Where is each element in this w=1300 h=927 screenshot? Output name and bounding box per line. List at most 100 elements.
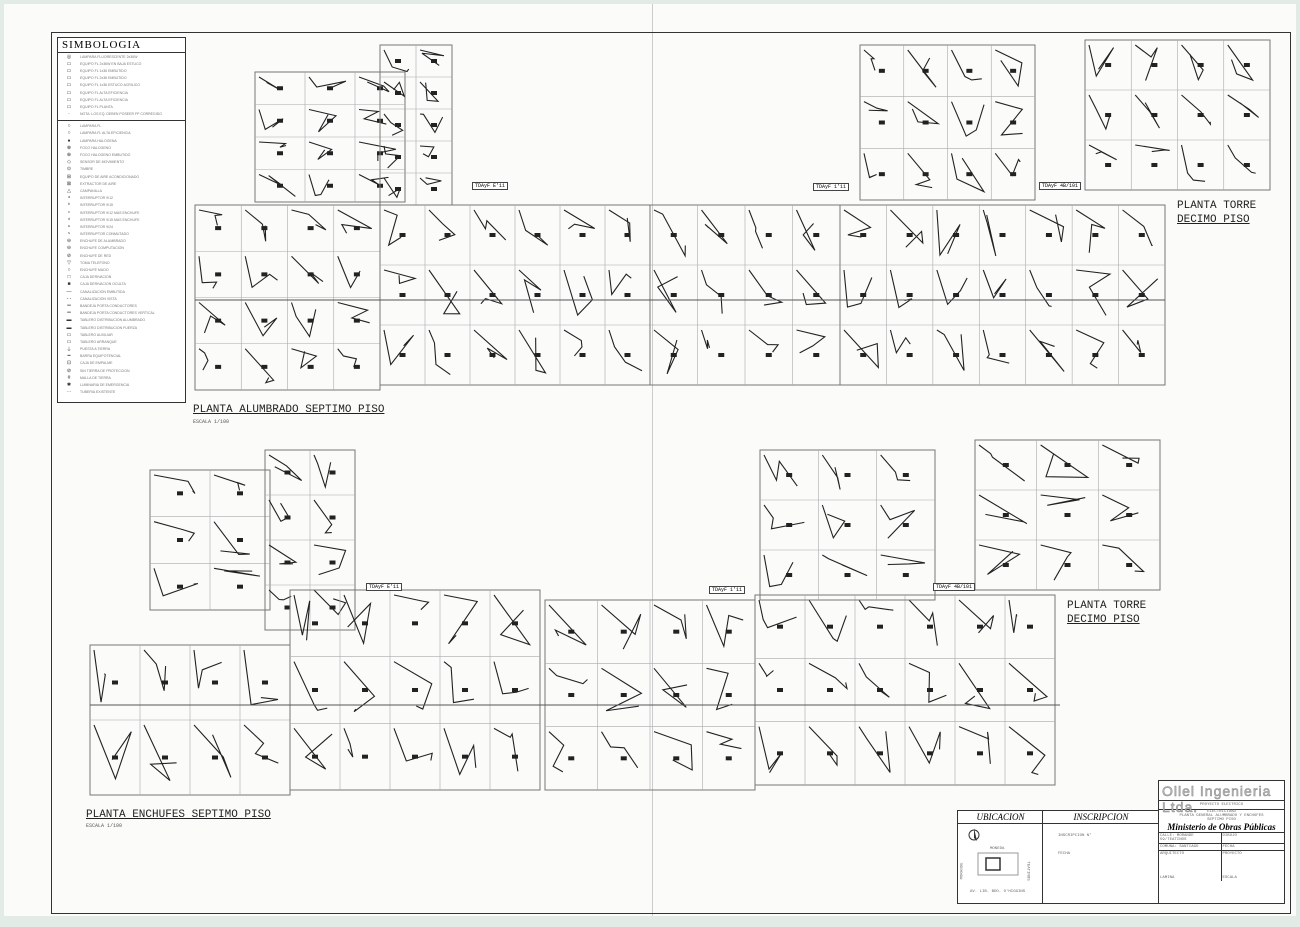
legend-item: ▭EQUIPO FL ALTA EFICIENCIA (58, 89, 185, 96)
circuit-wire (313, 454, 332, 490)
fixture-icon (284, 470, 291, 475)
legend-label: EXTRACTOR DE AIRE (80, 181, 117, 186)
field-architect: ARQUITECTO (1159, 851, 1222, 875)
fixture-icon (1197, 63, 1204, 67)
fixture-icon (261, 272, 268, 277)
legend-item: ⊡CAJA DE EMPALME (58, 360, 185, 367)
circuit-wire (880, 554, 926, 566)
fixture-icon (177, 538, 183, 542)
street-label: TEATINOS (1025, 861, 1030, 881)
legend-symbol-icon: · (68, 111, 70, 118)
fixture-icon (307, 364, 314, 369)
circuit-wire (1135, 144, 1170, 153)
circuit-wire (1122, 269, 1159, 308)
circuit-wire (358, 174, 389, 185)
circuit-wire (419, 177, 442, 186)
fixture-icon (902, 523, 909, 527)
circuit-wire (907, 49, 937, 88)
circuit-wire (473, 209, 507, 241)
fixture-icon (399, 233, 406, 237)
circuit-wire (443, 661, 475, 704)
circuit-wire (758, 599, 797, 629)
fixture-icon (399, 293, 406, 297)
circuit-wire (198, 302, 226, 334)
circuit-wire (880, 504, 916, 539)
circuit-wire (796, 329, 827, 354)
circuit-wire (198, 256, 218, 289)
fixture-icon (579, 353, 586, 357)
fixture-icon (877, 688, 883, 692)
legend-panel: SIMBOLOGIA ◎LAMPARA FLUORESCENTE 2x36W▭E… (57, 37, 186, 403)
fixture-icon (670, 293, 677, 297)
panel-tag: TDAyF 4B/101 (933, 583, 976, 591)
circuit-wire (982, 329, 1010, 364)
legend-symbol-icon: ᵃ (68, 195, 70, 202)
legend-symbol-icon: ✱ (66, 382, 72, 389)
drawing-frame (51, 32, 1291, 914)
legend-item: ○LAMPARA FL (58, 123, 185, 130)
legend-label: INTERRUPTOR 9/12 MAS ENCHUFE (80, 210, 140, 215)
fixture-icon (329, 605, 336, 610)
circuit-wire (358, 76, 390, 93)
fixture-icon (718, 233, 725, 237)
circuit-wire (936, 329, 965, 371)
legend-symbol-icon: ▭ (66, 103, 72, 110)
legend-symbol-icon: ● (67, 137, 71, 144)
circuit-wire (748, 269, 784, 306)
fixture-icon (813, 233, 820, 237)
circuit-wire (808, 662, 848, 691)
legend-symbol-icon: ⊡ (66, 360, 72, 367)
fixture-icon (765, 233, 772, 237)
circuit-wire (748, 329, 780, 353)
circuit-wire (889, 329, 911, 355)
fixture-icon (431, 187, 437, 191)
circuit-wire (1076, 269, 1112, 316)
plan-scale: ESCALA 1/100 (193, 419, 230, 425)
fixture-icon (327, 118, 333, 123)
fixture-icon (395, 123, 401, 127)
legend-item: ▭EQUIPO FL 2x36W EN BAJA ESTUCO (58, 60, 185, 67)
fixture-icon (112, 755, 118, 760)
legend-symbol-icon: ▭ (66, 96, 72, 103)
fixture-icon (489, 293, 496, 297)
circuit-wire (143, 649, 167, 691)
circuit-wire (93, 649, 106, 703)
legend-item: ▭EQUIPO FL 2x36 EMBUTIDO (58, 75, 185, 82)
circuit-wire (1102, 494, 1139, 522)
fixture-icon (362, 754, 368, 759)
fixture-icon (307, 318, 314, 323)
circuit-wire (383, 81, 406, 98)
fixture-icon (1002, 513, 1009, 517)
fixture-icon (777, 751, 783, 756)
fixture-icon (673, 693, 680, 697)
fixture-icon (1138, 353, 1145, 357)
legend-label: SENSOR DE MOVIMIENTO (80, 160, 125, 165)
fixture-icon (444, 353, 451, 357)
circuit-wire (393, 661, 433, 710)
fixture-icon (395, 155, 401, 159)
circuit-wire (1134, 44, 1158, 81)
circuit-wire (473, 269, 504, 305)
circuit-wire (358, 141, 397, 161)
plan-title-tower-top-1: PLANTA TORRE (1177, 200, 1257, 212)
circuit-wire (1227, 94, 1259, 118)
circuit-wire (808, 599, 847, 643)
fixture-icon (620, 693, 627, 697)
circuit-wire (244, 302, 278, 337)
legend-symbol-icon: ᵇ (68, 202, 70, 209)
legend-label: MALLA DE TIERRA (80, 375, 111, 380)
circuit-wire (293, 727, 333, 770)
fixture-icon (813, 293, 820, 297)
fixture-icon (906, 233, 913, 237)
circuit-wire (308, 141, 333, 160)
circuit-wire (244, 209, 267, 242)
circuit-wire (705, 604, 744, 649)
legend-item: ·NOTA: LOS EQ. DEBEN POSEER FP CORREGIDO (58, 111, 185, 118)
fixture-icon (877, 624, 883, 629)
circuit-wire (822, 554, 868, 577)
legend-symbol-icon: ⋯ (66, 389, 72, 396)
fixture-icon (877, 751, 883, 756)
legend-label: INTERRUPTOR 9/15 MAS ENCHUFE (80, 217, 140, 222)
legend-label: EQUIPO FL ALTA EFICIENCIA (80, 97, 128, 102)
